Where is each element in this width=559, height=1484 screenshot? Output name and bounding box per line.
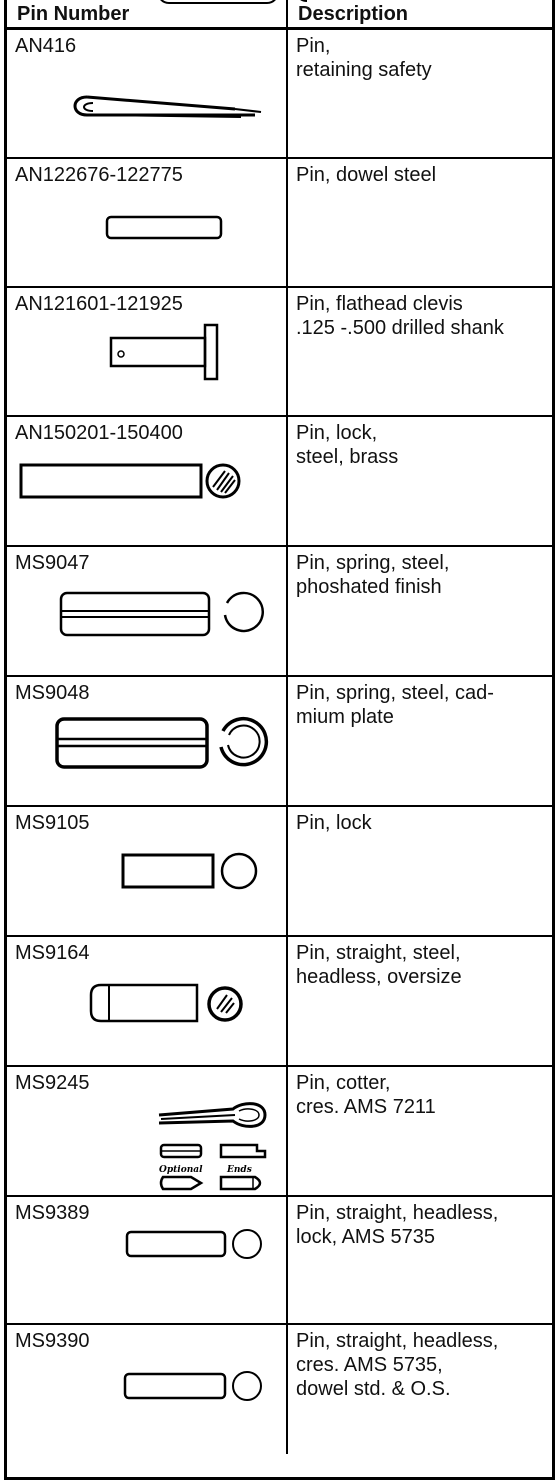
- pin-number-cell: AN150201-150400: [7, 417, 288, 545]
- table-row: MS9048 Pin, spring, steel, cad- mium pla…: [7, 677, 552, 807]
- pin-number-cell: MS9164: [7, 937, 288, 1065]
- pin-number: AN416: [15, 35, 77, 57]
- straight-pin-drawing-icon: [87, 977, 267, 1029]
- spring-pin-drawing-icon: [57, 587, 267, 641]
- header-pin-number: Pin Number: [7, 0, 288, 27]
- pin-number: AN121601-121925: [15, 293, 183, 315]
- pin-number: MS9048: [15, 682, 90, 704]
- dowel-pin-drawing-icon: [103, 213, 227, 243]
- pin-number-cell: MS9245 Optional Ends: [7, 1067, 288, 1195]
- description-cell: Pin, straight, headless, cres. AMS 5735,…: [288, 1325, 552, 1454]
- description-cell: Pin, flathead clevis .125 -.500 drilled …: [288, 288, 552, 415]
- description-cell: Pin, spring, steel, cad- mium plate: [288, 677, 552, 805]
- pin-number-cell: AN121601-121925: [7, 288, 288, 415]
- ends-label: Ends: [226, 1165, 252, 1175]
- description-line: headless, oversize: [296, 966, 462, 988]
- description-cell: Pin, straight, steel, headless, oversize: [288, 937, 552, 1065]
- description-line: Pin, spring, steel,: [296, 552, 450, 574]
- pin-number: MS9105: [15, 812, 90, 834]
- safety-pin-drawing-icon: [65, 85, 265, 125]
- description-line: Pin, cotter,: [296, 1072, 391, 1094]
- description-cell: Pin, lock: [288, 807, 552, 935]
- description-line: Pin,: [296, 35, 331, 57]
- table-row: MS9389 Pin, straight, headless, lock, AM…: [7, 1197, 552, 1325]
- lock-pin-drawing-icon: [119, 847, 279, 897]
- description-line: Pin, straight, headless,: [296, 1330, 499, 1352]
- pin-number-cell: MS9047: [7, 547, 288, 675]
- pin-number: AN150201-150400: [15, 422, 183, 444]
- pin-number-cell: MS9048: [7, 677, 288, 805]
- description-line: Pin, flathead clevis: [296, 293, 463, 315]
- pin-number: MS9245: [15, 1072, 90, 1094]
- pin-number-cell: AN416: [7, 30, 288, 157]
- spring-pin-drawing-icon: [53, 713, 269, 773]
- cotter-pin-drawing-icon: [155, 1097, 275, 1141]
- description-line: Pin, straight, headless,: [296, 1202, 499, 1224]
- optional-ends-drawing-icon: Optional Ends: [157, 1143, 269, 1191]
- pin-number-cell: MS9389: [7, 1197, 288, 1323]
- pin-number-cell: MS9105: [7, 807, 288, 935]
- clevis-pin-drawing-icon: [107, 322, 227, 382]
- description-line: lock, AMS 5735: [296, 1226, 435, 1248]
- pin-table: Pin Number Description AN416 Pin, retain…: [4, 0, 555, 1480]
- pin-number: MS9389: [15, 1202, 90, 1224]
- description-cell: Pin, spring, steel, phoshated finish: [288, 547, 552, 675]
- description-line: Pin, spring, steel, cad-: [296, 682, 494, 704]
- table-row: MS9164 Pin, straight, steel, headless, o…: [7, 937, 552, 1067]
- description-line: .125 -.500 drilled shank: [296, 317, 504, 339]
- pin-number: MS9164: [15, 942, 90, 964]
- lock-pin-drawing-icon: [17, 457, 257, 505]
- description-cell: Pin, lock, steel, brass: [288, 417, 552, 545]
- pin-number: MS9047: [15, 552, 90, 574]
- optional-label: Optional: [159, 1165, 203, 1175]
- description-line: mium plate: [296, 706, 394, 728]
- pin-number: AN122676-122775: [15, 164, 183, 186]
- table-row: AN122676-122775 Pin, dowel steel: [7, 159, 552, 288]
- table-row: MS9245 Optional Ends: [7, 1067, 552, 1197]
- pin-number-cell: MS9390: [7, 1325, 288, 1454]
- pin-number-cell: AN122676-122775: [7, 159, 288, 286]
- table-row: AN150201-150400 Pin, lock, steel, brass: [7, 417, 552, 547]
- pin-number: MS9390: [15, 1330, 90, 1352]
- table-row: AN121601-121925 Pin, flathead clevis .12…: [7, 288, 552, 417]
- headless-pin-drawing-icon: [123, 1227, 273, 1263]
- description-line: dowel std. & O.S.: [296, 1378, 451, 1400]
- headless-pin-drawing-icon: [121, 1369, 271, 1405]
- description-line: retaining safety: [296, 59, 432, 81]
- description-line: Pin, lock,: [296, 422, 378, 444]
- table-row: MS9047 Pin, spring, steel, phoshated fin…: [7, 547, 552, 677]
- description-line: Pin, dowel steel: [296, 164, 437, 186]
- cropped-text-remnant: [147, 0, 552, 5]
- description-line: cres. AMS 7211: [296, 1096, 436, 1118]
- table-row: MS9390 Pin, straight, headless, cres. AM…: [7, 1325, 552, 1454]
- description-cell: Pin, cotter, cres. AMS 7211: [288, 1067, 552, 1195]
- table-header: Pin Number Description: [7, 0, 552, 30]
- table-row: AN416 Pin, retaining safety: [7, 30, 552, 159]
- description-cell: Pin, straight, headless, lock, AMS 5735: [288, 1197, 552, 1323]
- description-line: steel, brass: [296, 446, 399, 468]
- description-line: phoshated finish: [296, 576, 442, 598]
- description-line: Pin, lock: [296, 812, 372, 834]
- table-row: MS9105 Pin, lock: [7, 807, 552, 937]
- description-cell: Pin, retaining safety: [288, 30, 552, 157]
- header-description: Description: [298, 3, 409, 25]
- description-line: cres. AMS 5735,: [296, 1354, 443, 1376]
- description-cell: Pin, dowel steel: [288, 159, 552, 286]
- description-line: Pin, straight, steel,: [296, 942, 461, 964]
